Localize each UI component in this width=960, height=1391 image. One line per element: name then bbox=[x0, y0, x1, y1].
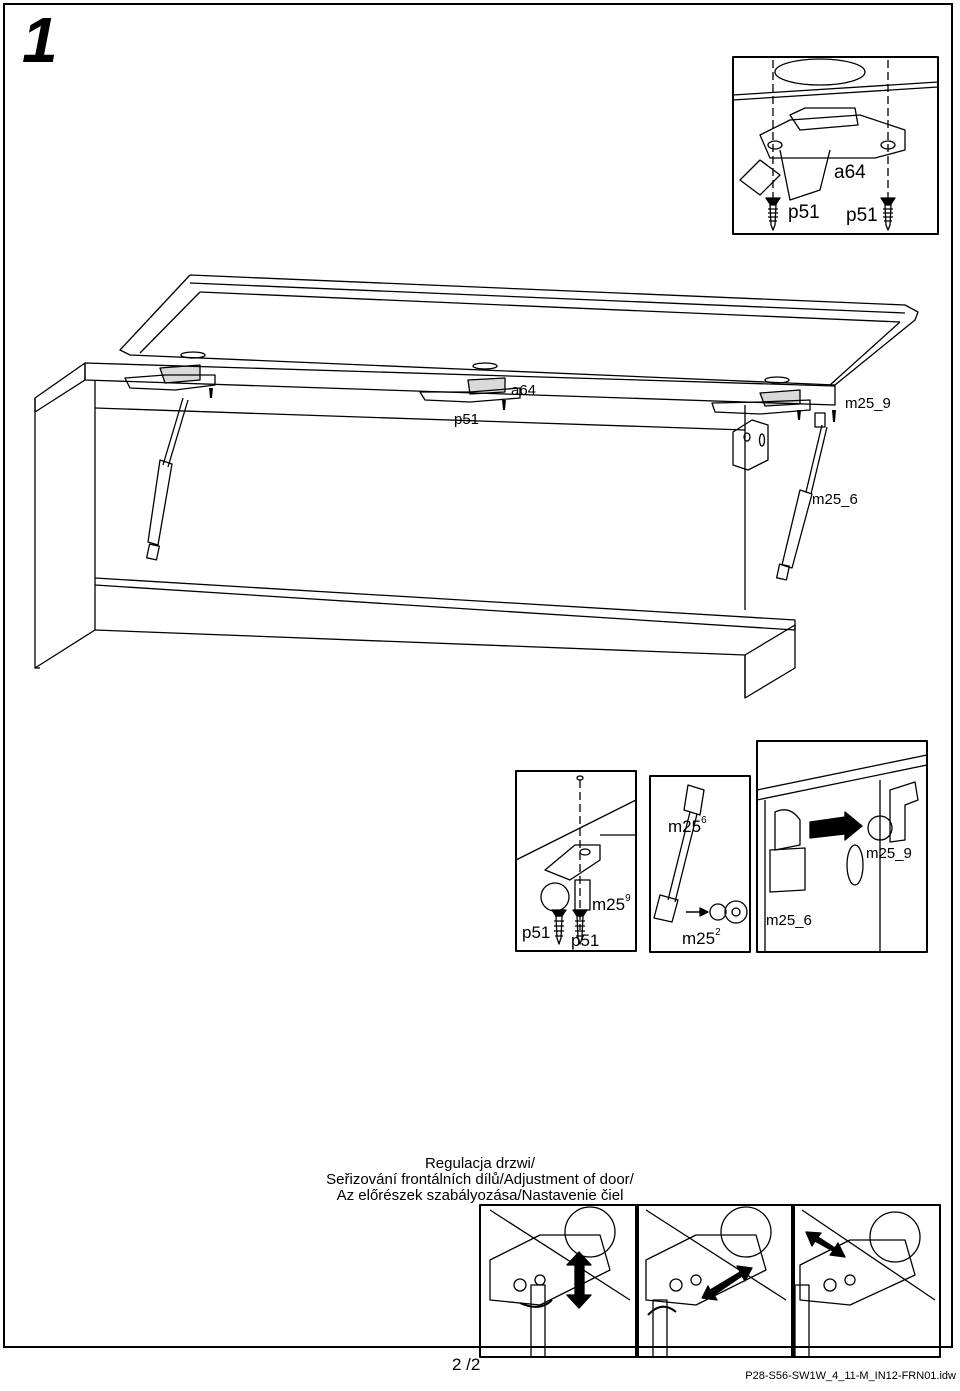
label-p51-b: p51 bbox=[571, 931, 600, 950]
label-m25-9: m25_9 bbox=[845, 395, 891, 412]
label-m25-9-right: m25_9 bbox=[866, 845, 912, 862]
double-arrow-icon bbox=[701, 1265, 753, 1301]
rotate-arrow-icon bbox=[647, 1305, 677, 1316]
hinge-icon bbox=[124, 351, 216, 391]
double-arrow-icon bbox=[805, 1231, 846, 1258]
page-indicator: 2 /2 bbox=[452, 1355, 481, 1374]
double-arrow-icon bbox=[566, 1251, 592, 1309]
screwdriver-icon bbox=[794, 1284, 810, 1358]
label-m25-6-right: m25_6 bbox=[766, 912, 812, 929]
hinge-icon bbox=[711, 376, 811, 415]
screw-icon bbox=[551, 909, 567, 945]
screwdriver-icon bbox=[652, 1299, 668, 1358]
label-p51-detail-left: p51 bbox=[788, 202, 820, 223]
rotate-arrow-icon bbox=[519, 1299, 553, 1308]
label-m25-9-detail: m259 bbox=[592, 893, 631, 914]
hinge-icon bbox=[419, 362, 521, 403]
label-p51-detail-right: p51 bbox=[846, 205, 878, 226]
label-a64-detail: a64 bbox=[834, 162, 866, 183]
label-m25-6: m25_6 bbox=[812, 491, 858, 508]
screw-icon bbox=[765, 197, 781, 231]
label-p51: p51 bbox=[454, 411, 480, 428]
caption-line-1: Regulacja drzwi/ bbox=[424, 1155, 536, 1172]
page-frame bbox=[3, 3, 953, 1348]
caption-line-3: Az előrészek szabályozása/Nastavenie čie… bbox=[336, 1187, 624, 1204]
screwdriver-icon bbox=[530, 1284, 546, 1358]
cabinet-drawing bbox=[34, 274, 919, 699]
label-m25-2-detail: m252 bbox=[682, 927, 721, 948]
detail-right-box bbox=[756, 740, 928, 953]
screw-icon bbox=[880, 197, 896, 231]
screw-icon bbox=[572, 909, 588, 945]
label-a64: a64 bbox=[511, 382, 537, 399]
gas-strut-icon bbox=[776, 412, 828, 581]
gas-strut-icon bbox=[146, 397, 189, 561]
step-number: 1 bbox=[22, 4, 58, 76]
adjustment-panel bbox=[479, 1204, 941, 1358]
top-detail-box bbox=[732, 56, 939, 235]
label-m25-6-detail: m256 bbox=[668, 815, 707, 836]
document-code: P28-S56-SW1W_4_11-M_IN12-FRN01.idw bbox=[745, 1370, 956, 1382]
caption-line-2: Seřizování frontálních dílů/Adjustment o… bbox=[326, 1171, 634, 1188]
label-p51-a: p51 bbox=[522, 923, 551, 942]
detail-left-box bbox=[515, 770, 637, 952]
detail-middle-box bbox=[649, 775, 751, 953]
